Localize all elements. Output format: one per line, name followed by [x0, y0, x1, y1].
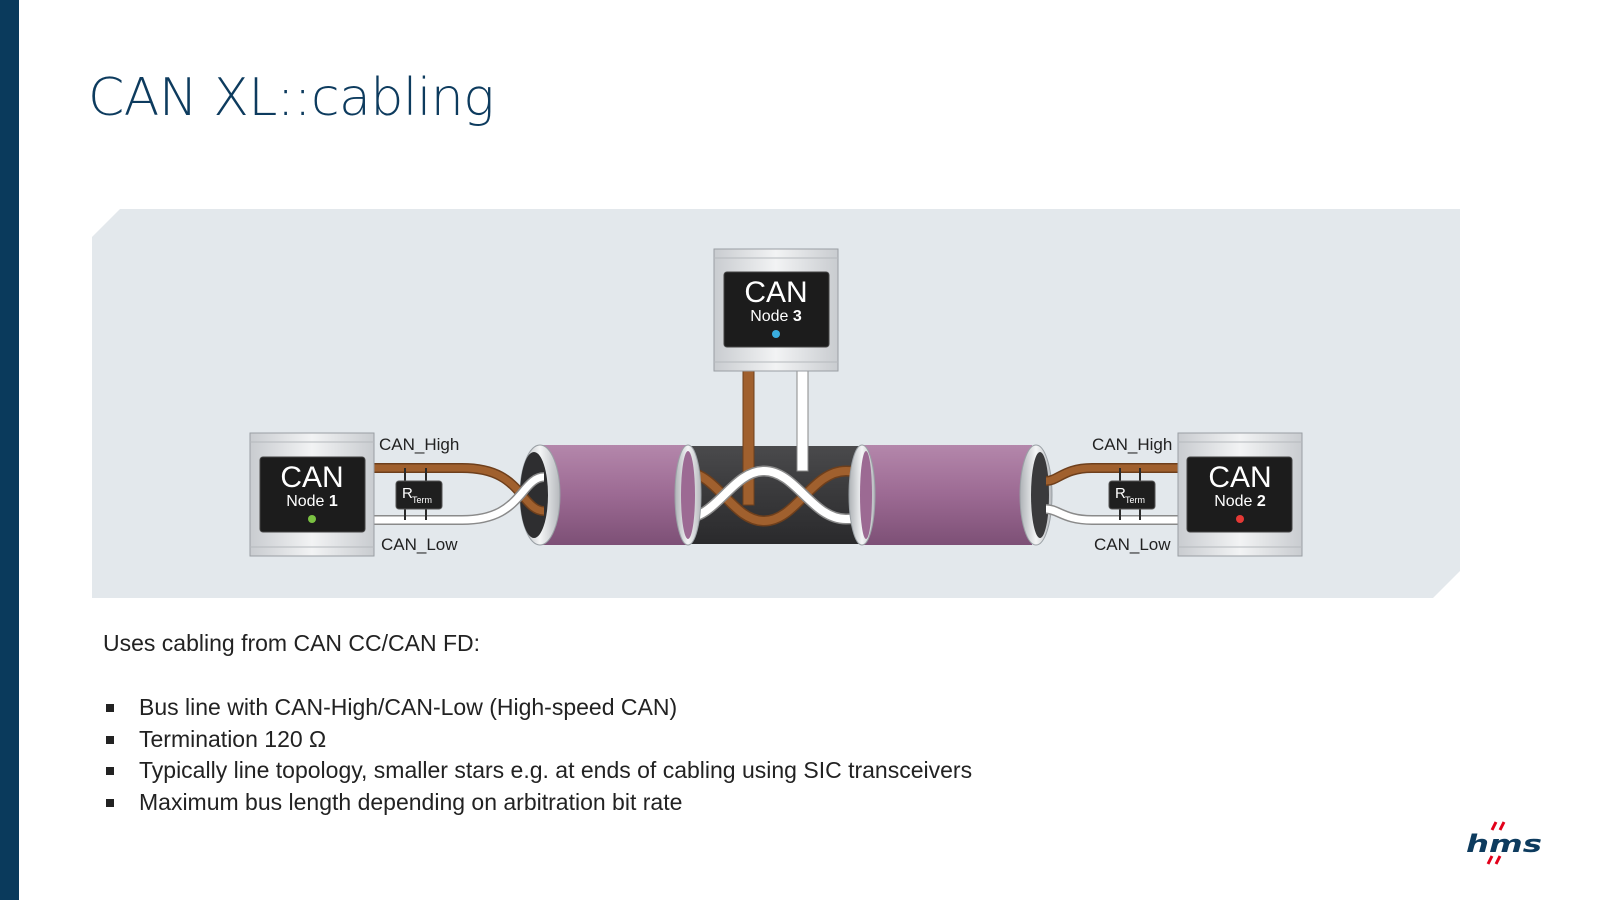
can-node-1: CAN Node 1: [249, 432, 375, 557]
hms-logo-icon: hms: [1464, 818, 1546, 868]
node3-can-low-wire: [796, 370, 809, 472]
bullet-text: Typically line topology, smaller stars e…: [139, 757, 973, 783]
cabling-diagram-svg: R Term R Term CAN_High CAN_Low CAN_High …: [92, 209, 1460, 598]
node-2-status-led: [1236, 515, 1244, 523]
left-resistor-subscript: Term: [412, 495, 432, 505]
bullet-list: Bus line with CAN-High/CAN-Low (High-spe…: [103, 692, 972, 818]
bullet-text: Maximum bus length depending on arbitrat…: [139, 788, 683, 815]
right-cable-sheath: [862, 445, 1032, 545]
svg-text:Node 1: Node 1: [286, 493, 338, 510]
bullet-item: Bus line with CAN-High/CAN-Low (High-spe…: [103, 692, 972, 724]
node-1-name: Node: [286, 493, 324, 510]
node-3-name: Node: [750, 308, 788, 325]
left-can-low-label: CAN_Low: [381, 535, 458, 554]
left-termination-resistor: [395, 480, 443, 510]
can-node-2: CAN Node 2: [1177, 432, 1303, 557]
node-2-number: 2: [1257, 493, 1266, 510]
bullet-square-icon: [106, 735, 114, 744]
left-accent-bar: [0, 0, 19, 900]
right-resistor-symbol: R: [1115, 485, 1126, 502]
intro-text: Uses cabling from CAN CC/CAN FD:: [103, 630, 481, 656]
node-3-number: 3: [793, 308, 802, 325]
node-2-title: CAN: [1208, 461, 1271, 494]
node3-can-high-wire: [742, 370, 755, 506]
bullet-square-icon: [106, 767, 114, 775]
bullet-item: Maximum bus length depending on arbitrat…: [103, 787, 972, 819]
can-node-3: CAN Node 3: [713, 248, 839, 372]
node-2-name: Node: [1214, 493, 1252, 510]
node-1-number: 1: [329, 493, 338, 510]
bullet-item: Typically line topology, smaller stars e…: [103, 755, 972, 787]
left-resistor-symbol: R: [402, 485, 413, 502]
right-can-high-label: CAN_High: [1092, 435, 1172, 454]
bullet-item: Termination 120 Ω: [103, 724, 972, 756]
bullet-square-icon: [106, 704, 114, 712]
cable-core: [682, 446, 866, 544]
right-termination-resistor: [1108, 480, 1156, 510]
slide-title: CAN XL::cabling: [88, 68, 494, 128]
bullet-text: Termination 120 Ω: [139, 725, 327, 752]
bullet-text: Bus line with CAN-High/CAN-Low (High-spe…: [139, 694, 678, 720]
left-can-high-label: CAN_High: [379, 435, 459, 454]
svg-text:hms: hms: [1466, 830, 1542, 858]
svg-text:Node 2: Node 2: [1214, 493, 1266, 510]
right-can-low-label: CAN_Low: [1094, 535, 1171, 554]
node-3-status-led: [772, 330, 780, 338]
svg-text:Node 3: Node 3: [750, 308, 802, 325]
left-cable-sheath: [540, 445, 688, 545]
node-1-status-led: [308, 515, 316, 523]
cabling-diagram: R Term R Term CAN_High CAN_Low CAN_High …: [92, 209, 1460, 598]
bullet-square-icon: [106, 798, 114, 807]
right-resistor-subscript: Term: [1125, 495, 1145, 505]
node-1-title: CAN: [280, 461, 343, 494]
node-3-title: CAN: [744, 276, 807, 309]
